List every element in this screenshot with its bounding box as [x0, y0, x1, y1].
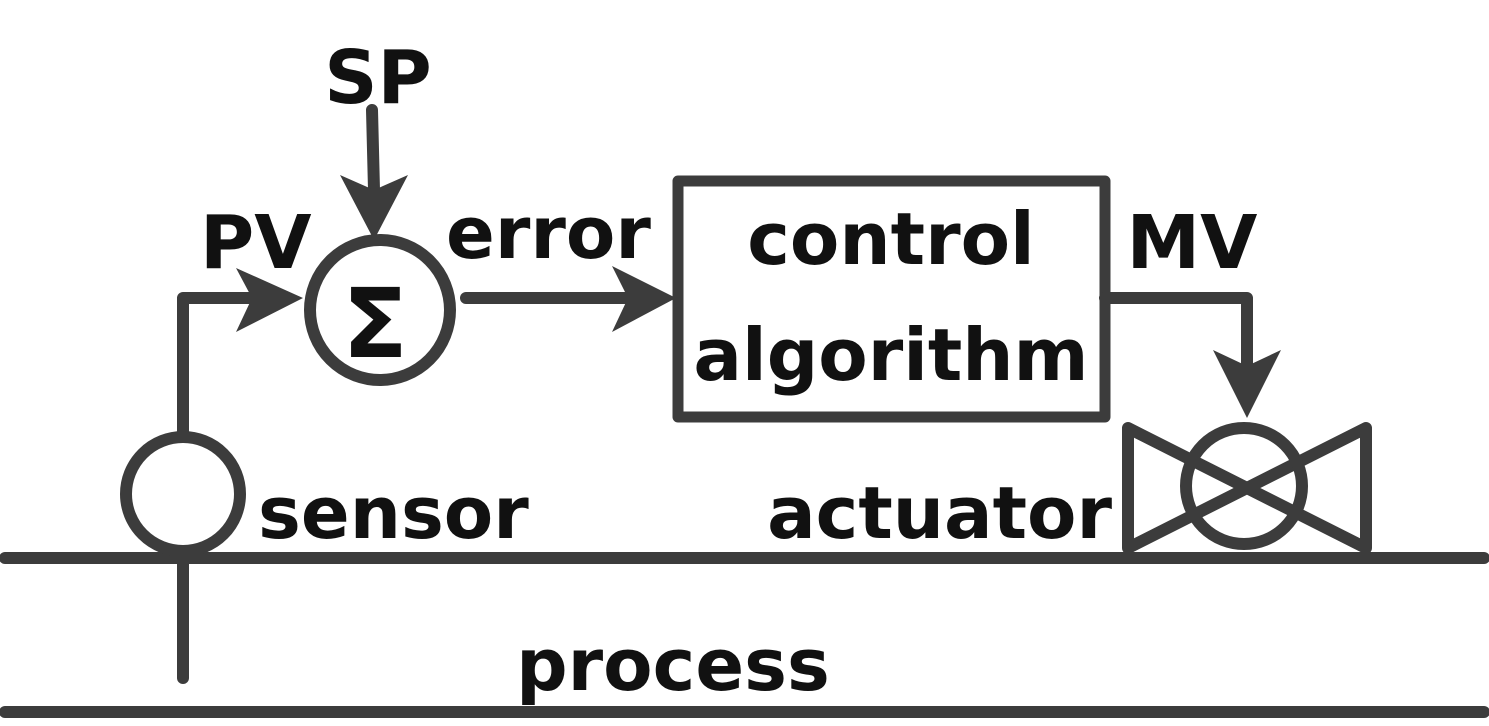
process-label: process [516, 623, 830, 707]
mv-arrowhead [1213, 350, 1281, 418]
mv-label: MV [1127, 200, 1258, 286]
error-label: error [446, 191, 651, 275]
sensor-symbol [120, 431, 246, 557]
summing-junction [304, 234, 456, 386]
sensor-label: sensor [258, 471, 529, 555]
pv-arrowhead [236, 268, 303, 332]
mv-signal-line [1099, 292, 1253, 374]
sp-label: SP [324, 35, 432, 121]
sp-signal-line [366, 104, 380, 196]
control-label-line1: control [747, 197, 1034, 281]
error-arrowhead [612, 266, 676, 332]
pv-label: PV [200, 200, 312, 286]
sum-symbol: Σ [342, 268, 408, 380]
pv-signal-line [177, 292, 256, 443]
valve-actuator-circle [1180, 422, 1308, 550]
sp-arrowhead [340, 175, 408, 240]
control-label-line2: algorithm [693, 313, 1088, 397]
actuator-label: actuator [767, 471, 1112, 555]
valve-body [1122, 422, 1372, 554]
